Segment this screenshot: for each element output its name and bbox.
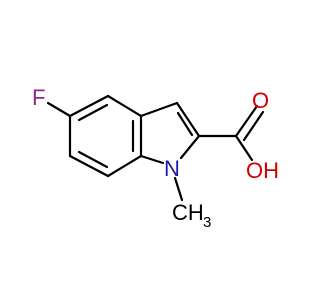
bond-c2-n1	[179, 134, 201, 160]
bond-inner-c3-c2	[176, 111, 194, 137]
bond-c-o-double-a	[234, 104, 259, 138]
bond-c-o-double-b	[242, 110, 265, 142]
methyl-label: CH	[172, 200, 204, 225]
bond-c3a-c3	[139, 101, 179, 118]
bond-n1-ch3	[173, 176, 184, 202]
bond-c7a-c7	[106, 154, 143, 178]
bond-n1-c7a	[139, 154, 165, 165]
bond-inner-c7-c6	[77, 150, 109, 169]
nitrogen-label: N	[164, 156, 180, 181]
bond-c-oh	[234, 134, 254, 162]
molecule-structure: F N CH 3 O OH	[32, 85, 279, 231]
bond-c5-c4	[68, 94, 110, 118]
hydroxyl-label: OH	[246, 158, 279, 183]
methyl-subscript: 3	[203, 214, 211, 231]
fluorine-label: F	[32, 85, 45, 110]
bond-c7-c6	[68, 154, 110, 178]
bond-c5-f	[46, 101, 72, 118]
carbonyl-oxygen-label: O	[252, 88, 269, 113]
bond-inner-c4-c5	[77, 103, 109, 122]
bond-c3-c2	[175, 101, 201, 138]
bond-c4-c3a	[106, 94, 143, 118]
